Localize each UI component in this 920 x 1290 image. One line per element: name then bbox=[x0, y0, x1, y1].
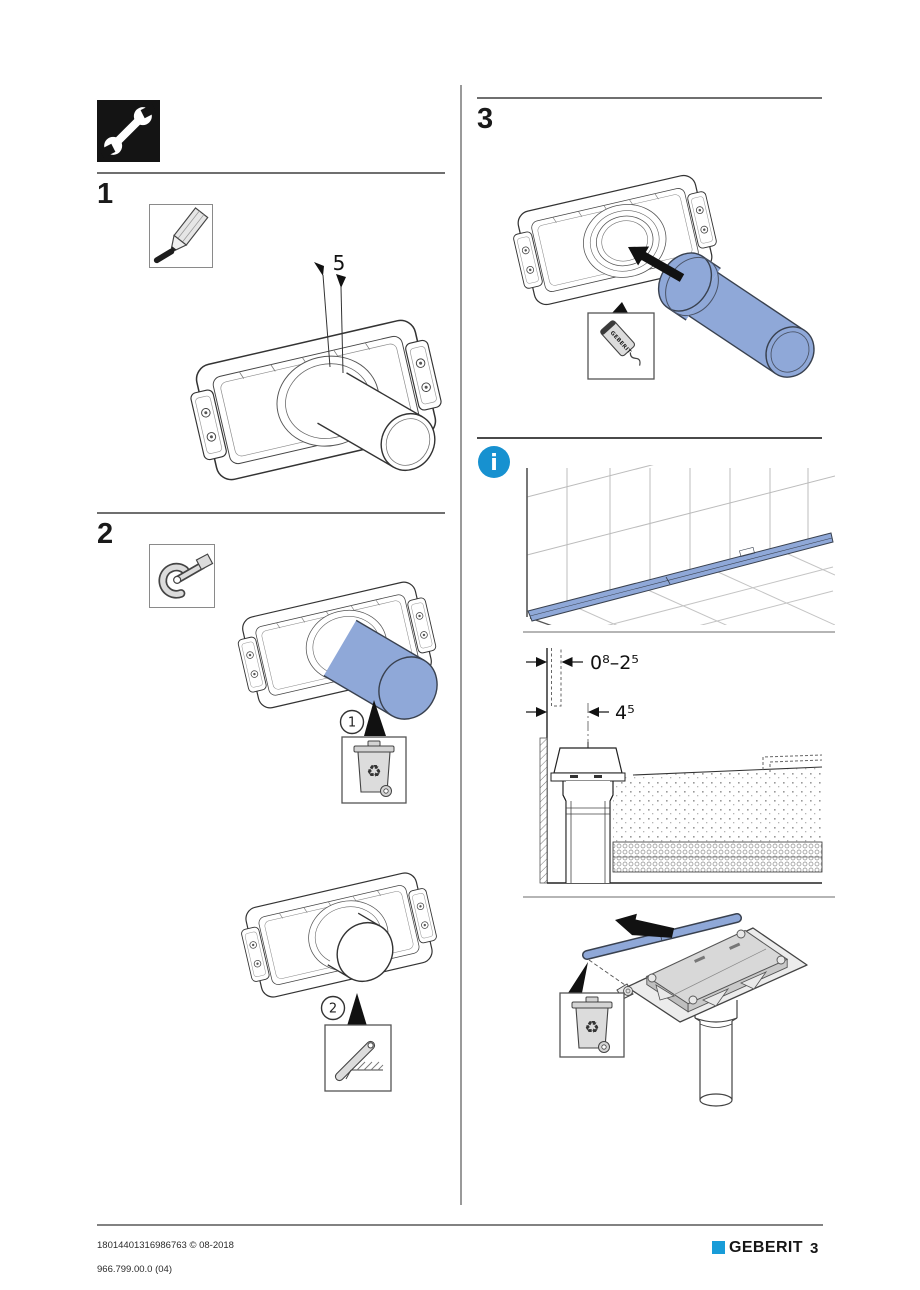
doc-id: 18014401316986763 © 08-2018 bbox=[97, 1240, 234, 1251]
info-diagram-tiles bbox=[526, 465, 835, 625]
info-rule bbox=[477, 437, 822, 439]
glue-pointer bbox=[612, 302, 628, 313]
footer-rule bbox=[97, 1224, 823, 1226]
step2-diagram-cut: 1 bbox=[232, 577, 442, 804]
info-separator-2 bbox=[523, 896, 835, 898]
info-glyph: i bbox=[490, 451, 498, 476]
deburr-pointer bbox=[347, 993, 367, 1026]
info-diagram-strip bbox=[559, 913, 808, 1107]
disposal-pointer bbox=[364, 700, 386, 736]
center-offset-dimension: 4⁵ bbox=[615, 702, 635, 724]
info-diagram-section: 0⁸–2⁵ 4⁵ bbox=[526, 648, 823, 884]
info-separator-1 bbox=[523, 631, 835, 633]
step2-rule bbox=[97, 512, 445, 514]
doc-code: 966.799.00.0 (04) bbox=[97, 1264, 173, 1275]
strip-disposal-pointer bbox=[568, 962, 588, 993]
info-icon: i bbox=[478, 446, 510, 478]
pencil-icon bbox=[153, 207, 209, 264]
tools-icon bbox=[97, 100, 160, 162]
brand-logo-mark bbox=[712, 1241, 725, 1254]
step1-number: 1 bbox=[97, 178, 114, 210]
callout-1-circle bbox=[339, 709, 365, 735]
step3-rule bbox=[477, 97, 822, 99]
step3-diagram: GEBERIT bbox=[507, 170, 815, 380]
step1-diagram: 5 bbox=[190, 251, 449, 486]
column-divider bbox=[460, 85, 462, 1205]
step3-number: 3 bbox=[477, 103, 494, 135]
callout-2-circle bbox=[320, 995, 346, 1021]
pipe-cutter-toolbox bbox=[149, 544, 215, 608]
footer-doc-info: 18014401316986763 © 08-2018 966.799.00.0… bbox=[97, 1240, 234, 1276]
deburring-tool-icon bbox=[334, 1040, 384, 1082]
page-number: 3 bbox=[810, 1240, 819, 1257]
brand-logo-text: GEBERIT bbox=[729, 1239, 803, 1256]
pencil-toolbox bbox=[149, 204, 213, 268]
wall-gap-dimension: 0⁸–2⁵ bbox=[590, 652, 639, 674]
pipe-cutter-icon bbox=[158, 553, 214, 599]
callout-1-number: 1 bbox=[348, 716, 356, 731]
step2-number: 2 bbox=[97, 518, 114, 550]
callout-2-number: 2 bbox=[329, 1002, 337, 1017]
remove-arrow bbox=[615, 913, 675, 938]
step1-rule bbox=[97, 172, 445, 174]
step2-diagram-deburr: 2 bbox=[235, 868, 443, 1092]
insert-arrow bbox=[628, 246, 685, 282]
cut-mark-dimension: 5 bbox=[333, 251, 346, 275]
